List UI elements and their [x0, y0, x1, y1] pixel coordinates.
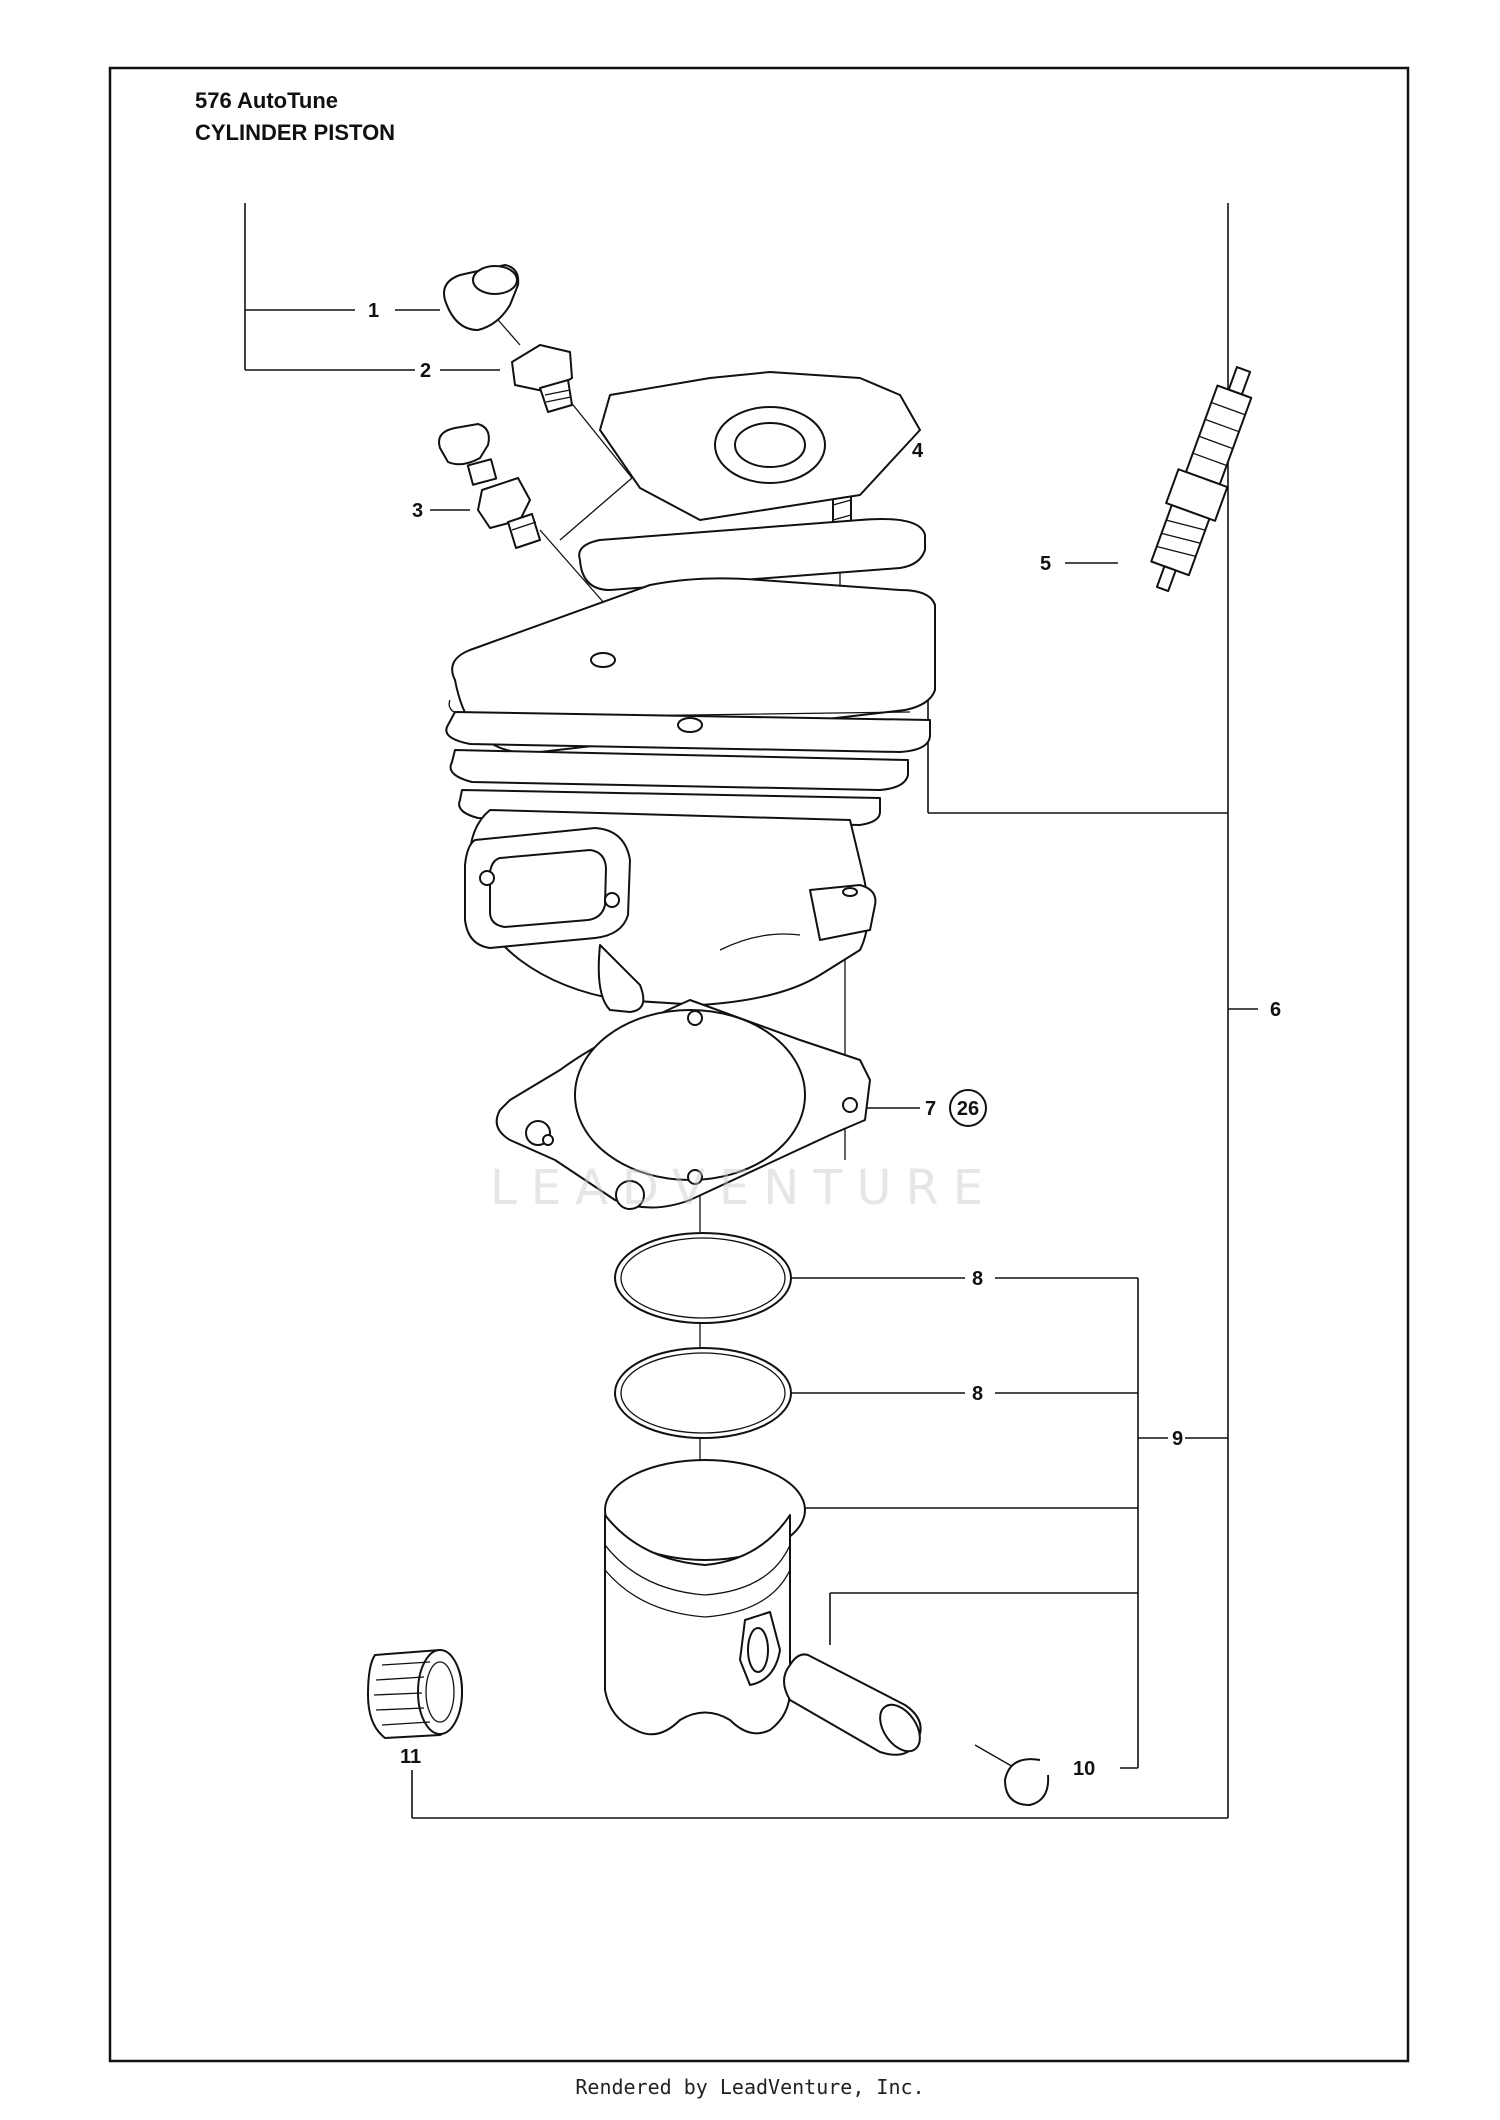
part-10-circlip — [1004, 1758, 1050, 1806]
part-piston-pin — [783, 1653, 922, 1756]
part-9-piston — [604, 1459, 806, 1736]
callout-9: 9 — [1172, 1428, 1183, 1450]
part-7-gasket — [495, 999, 871, 1210]
part-11-needle-bearing — [367, 1649, 463, 1739]
part-2-adapter — [511, 344, 573, 413]
callout-2: 2 — [420, 360, 431, 382]
part-3-decomp-valve — [438, 423, 541, 549]
kit-badge: 26 — [957, 1098, 979, 1120]
callout-10: 10 — [1073, 1758, 1095, 1780]
part-5-spark-plug — [1150, 366, 1253, 593]
callouts: 1 2 3 4 5 6 7 8 8 9 10 11 26 — [368, 300, 1281, 1780]
part-1-decomp-cap — [443, 264, 520, 331]
section-title: CYLINDER PISTON — [195, 120, 396, 145]
callout-1: 1 — [368, 300, 379, 322]
model-title: 576 AutoTune — [195, 88, 339, 113]
callout-8a: 8 — [972, 1268, 983, 1290]
callout-6: 6 — [1270, 999, 1281, 1021]
callout-8b: 8 — [972, 1383, 983, 1405]
watermark: LEADVENTURE — [490, 1160, 998, 1216]
part-8-piston-rings — [614, 1232, 792, 1439]
callout-11: 11 — [400, 1746, 421, 1768]
callout-3: 3 — [412, 500, 423, 522]
part-6-cylinder — [445, 371, 936, 1013]
footer-credit: Rendered by LeadVenture, Inc. — [575, 2075, 925, 2099]
diagram-frame — [108, 66, 1410, 2063]
callout-4: 4 — [912, 440, 924, 462]
callout-7: 7 — [925, 1098, 936, 1120]
callout-5: 5 — [1040, 553, 1051, 575]
kit-badge-circle — [949, 1089, 987, 1127]
